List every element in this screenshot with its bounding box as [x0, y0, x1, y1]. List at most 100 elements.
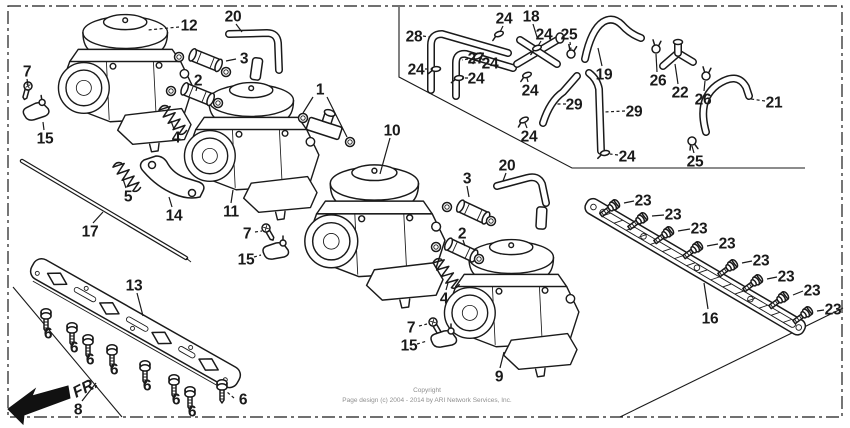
- callout-leader-21: [750, 98, 766, 102]
- callout-3: 3: [463, 171, 472, 188]
- callout-leader-22: [674, 63, 679, 85]
- callout-leader-1: [302, 96, 314, 114]
- callout-leader-15: [416, 340, 428, 345]
- callout-leader-26: [655, 53, 658, 73]
- tube-stub-a: [249, 56, 264, 81]
- callout-leader-2: [462, 239, 466, 247]
- callout-leader-9: [499, 351, 505, 369]
- callout-leader-4: [445, 282, 449, 291]
- callout-23: 23: [691, 221, 708, 238]
- callout-24: 24: [482, 56, 499, 73]
- callout-leader-4: [170, 120, 175, 130]
- callout-9: 9: [495, 369, 504, 386]
- callout-leader-7: [254, 230, 263, 233]
- callout-27: 27: [468, 51, 485, 68]
- callout-17: 17: [82, 224, 99, 241]
- callout-10: 10: [384, 123, 401, 140]
- callout-leader-10: [379, 137, 391, 175]
- callout-24: 24: [536, 27, 553, 44]
- carburetor-9: [443, 238, 580, 378]
- clamp-15-b: [262, 235, 290, 260]
- callout-29: 29: [566, 97, 583, 114]
- carburetor-10: [304, 164, 446, 309]
- callout-25: 25: [561, 27, 578, 44]
- callout-6: 6: [239, 392, 248, 409]
- callout-24: 24: [522, 83, 539, 100]
- callout-2: 2: [458, 226, 466, 243]
- callout-leader-27: [461, 58, 469, 61]
- stay-16: [584, 197, 807, 336]
- lever-14: [139, 155, 205, 199]
- callout-16: 16: [702, 311, 719, 328]
- callout-20: 20: [499, 158, 516, 175]
- fr-arrow-icon: [7, 385, 71, 426]
- plate-13: [29, 257, 242, 390]
- callout-leader-24: [479, 57, 485, 61]
- callout-22: 22: [672, 85, 689, 102]
- callout-leader-5: [122, 178, 127, 189]
- bolts-23: [597, 197, 815, 327]
- corner-cut-line-bottom-left: [12, 286, 123, 418]
- callout-23: 23: [825, 302, 842, 319]
- small-parts: [19, 29, 550, 348]
- callout-leader-23: [651, 214, 665, 217]
- callout-leader-23: [766, 276, 778, 280]
- callout-13: 13: [126, 278, 143, 295]
- callout-23: 23: [753, 253, 770, 270]
- callout-leader-23: [623, 200, 635, 204]
- callout-6: 6: [172, 392, 181, 409]
- callout-7: 7: [23, 64, 31, 81]
- callout-leader-6: [226, 391, 235, 399]
- callout-23: 23: [665, 207, 682, 224]
- joint-22: [659, 38, 697, 70]
- joint-3-a: [186, 46, 225, 74]
- callout-leader-11: [230, 189, 234, 204]
- hose-group: [427, 15, 753, 160]
- callout-7: 7: [407, 320, 415, 337]
- callout-24: 24: [496, 11, 513, 28]
- callout-2: 2: [194, 73, 202, 90]
- callout-4: 4: [440, 291, 449, 308]
- callout-leader-25: [569, 41, 572, 50]
- copyright-line-2: Page design (c) 2004 - 2014 by ARI Netwo…: [342, 397, 512, 404]
- callout-4: 4: [172, 130, 181, 147]
- callout-leader-20: [502, 172, 507, 182]
- callout-15: 15: [238, 252, 255, 269]
- callout-6: 6: [143, 378, 152, 395]
- callout-24: 24: [408, 62, 425, 79]
- hose-19: [581, 15, 645, 63]
- callout-24: 24: [619, 149, 636, 166]
- callout-leader-23: [706, 243, 719, 247]
- hose-section-divider: [398, 7, 805, 169]
- screw-7-a: [19, 80, 34, 102]
- rod-17: [19, 158, 192, 263]
- callout-21: 21: [766, 95, 783, 112]
- callout-leader-7: [418, 323, 428, 327]
- callout-14: 14: [166, 208, 183, 225]
- callout-26: 26: [695, 92, 712, 109]
- callout-leader-18: [532, 23, 538, 38]
- callout-leader-23: [677, 228, 691, 232]
- fuel-joint-1: [297, 108, 356, 148]
- callout-12: 12: [181, 18, 198, 35]
- callout-24: 24: [521, 129, 538, 146]
- callout-leader-17: [92, 211, 104, 224]
- callout-leader-16: [703, 282, 709, 310]
- callout-leader-24: [524, 122, 528, 129]
- callout-20: 20: [225, 9, 242, 26]
- callout-15: 15: [401, 338, 418, 355]
- callout-leader-15: [42, 121, 45, 131]
- callout-29: 29: [626, 104, 643, 121]
- callout-15: 15: [37, 131, 54, 148]
- callout-6: 6: [110, 362, 119, 379]
- callout-24: 24: [468, 71, 485, 88]
- callout-23: 23: [778, 269, 795, 286]
- callout-leader-2: [195, 86, 198, 92]
- callout-leader-24: [609, 153, 619, 156]
- callout-26: 26: [650, 73, 667, 90]
- callout-28: 28: [406, 29, 423, 46]
- callout-leader-29: [603, 110, 626, 113]
- callout-18: 18: [523, 9, 540, 26]
- callout-leader-8: [81, 382, 97, 402]
